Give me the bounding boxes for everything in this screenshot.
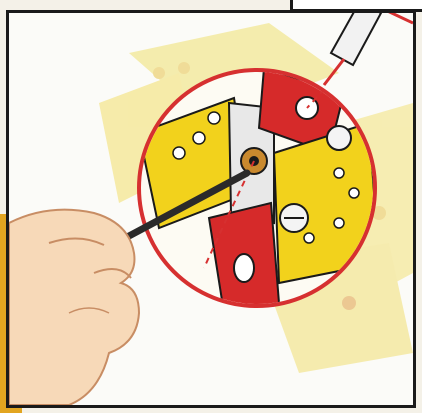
- screwdriver-icon: [324, 13, 413, 85]
- hand-icon: [9, 210, 139, 405]
- instruction-panel: [6, 10, 416, 408]
- illustration-svg: [9, 13, 413, 405]
- nut-icon: [327, 126, 351, 150]
